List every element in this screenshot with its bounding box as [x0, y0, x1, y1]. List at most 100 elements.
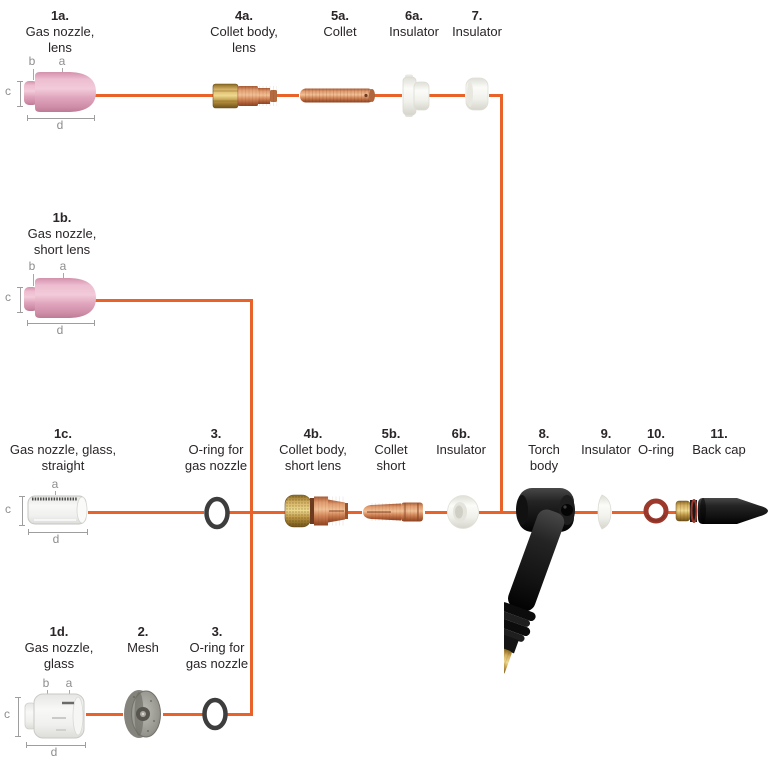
part-number: 1d.: [49, 624, 69, 639]
dim-label-c: c: [4, 707, 10, 721]
dim-leader: [33, 274, 34, 286]
part-name-line: short: [376, 458, 406, 473]
part-name-line: Insulator: [436, 442, 486, 457]
oring-gas-nozzle-graphic: [202, 697, 228, 731]
part-number: 6b.: [451, 426, 471, 441]
dim-label-c: c: [5, 84, 11, 98]
connector-line: [226, 712, 253, 716]
oring-gas-nozzle-graphic: [204, 496, 230, 530]
dim-leader: [63, 273, 64, 278]
dim-label-c: c: [5, 502, 11, 516]
connector-line: [228, 510, 285, 514]
back-cap-graphic: [675, 498, 768, 524]
dim-bracket-d: [27, 320, 95, 326]
connector-line: [276, 93, 299, 97]
mesh-graphic: [124, 690, 161, 738]
dim-bracket-c: [15, 697, 21, 737]
dim-bracket-d: [28, 529, 88, 535]
label-part-8: 8. Torch body: [528, 426, 560, 474]
part-name-line: Insulator: [452, 24, 502, 39]
part-number: 9.: [600, 426, 612, 441]
label-part-1d: 1d. Gas nozzle, glass: [25, 624, 94, 672]
part-name-line: Gas nozzle,: [27, 226, 97, 241]
dim-label-a: a: [51, 477, 59, 491]
connector-line: [489, 93, 503, 97]
part-number: 3.: [210, 426, 222, 441]
gas-nozzle-lens-graphic: [24, 72, 96, 112]
label-part-5a: 5a. Collet: [323, 8, 356, 40]
dim-label-a: a: [59, 259, 67, 273]
label-part-6b: 6b. Insulator: [436, 426, 486, 458]
part-name-line: Gas nozzle,: [24, 640, 94, 655]
connector-line: [86, 712, 123, 716]
insulator-7-graphic: [465, 77, 489, 111]
label-part-5b: 5b. Collet short: [374, 426, 407, 474]
insulator-6b-graphic: [447, 495, 479, 529]
part-number: 1a.: [50, 8, 70, 23]
collet-body-lens-graphic: [212, 83, 277, 109]
part-name-line: Collet body,: [210, 24, 278, 39]
part-number: 4b.: [303, 426, 323, 441]
part-name-line: short lens: [33, 242, 91, 257]
dim-label-d: d: [52, 532, 60, 546]
part-name-line: Gas nozzle, glass,: [9, 442, 117, 457]
part-name-line: O-ring: [637, 442, 675, 457]
dim-label-b: b: [28, 259, 36, 273]
dim-leader: [69, 690, 70, 694]
label-part-4a: 4a. Collet body, lens: [210, 8, 278, 56]
part-name-line: lens: [48, 40, 72, 55]
label-part-3-gas-nozzle-oring: 3. O-ring for gas nozzle: [185, 426, 247, 474]
part-number: 11.: [710, 426, 728, 441]
connector-line: [429, 93, 465, 97]
dim-label-a: a: [65, 676, 73, 690]
label-part-3-gas-nozzle-oring: 3. O-ring for gas nozzle: [186, 624, 248, 672]
connector-line: [249, 298, 253, 716]
label-part-9: 9. Insulator: [581, 426, 631, 458]
insulator-6a-graphic: [402, 74, 430, 117]
gas-nozzle-short-lens-graphic: [24, 278, 96, 318]
part-name-line: gas nozzle: [184, 458, 248, 473]
part-number: 5b.: [381, 426, 401, 441]
label-part-7: 7. Insulator: [452, 8, 502, 40]
part-number: 4a.: [234, 8, 254, 23]
dim-label-a: a: [58, 54, 66, 68]
gas-nozzle-glass-straight-graphic: [27, 495, 88, 525]
label-part-11: 11. Back cap: [692, 426, 745, 458]
dim-leader: [62, 68, 63, 73]
part-name-line: Insulator: [389, 24, 439, 39]
part-name-line: short lens: [284, 458, 342, 473]
connector-line: [479, 510, 521, 514]
part-name-line: gas nozzle: [185, 656, 249, 671]
connector-line: [499, 93, 503, 514]
part-name-line: Insulator: [581, 442, 631, 457]
part-name-line: O-ring for: [189, 640, 245, 655]
dim-leader: [47, 690, 48, 694]
dim-bracket-c: [17, 81, 23, 107]
dim-leader: [55, 491, 56, 495]
torch-body-graphic: [504, 488, 575, 675]
part-number: 8.: [538, 426, 550, 441]
dim-bracket-c: [19, 496, 25, 526]
label-part-4b: 4b. Collet body, short lens: [279, 426, 347, 474]
oring-10-graphic: [643, 498, 669, 524]
part-number: 1c.: [53, 426, 73, 441]
part-number: 2.: [137, 624, 149, 639]
dim-label-d: d: [50, 745, 58, 759]
dim-label-b: b: [42, 676, 50, 690]
connector-line: [95, 298, 253, 302]
part-name-line: straight: [41, 458, 85, 473]
part-name-line: O-ring for: [188, 442, 244, 457]
collet-body-short-lens-graphic: [284, 494, 348, 528]
label-part-1a: 1a. Gas nozzle, lens: [26, 8, 95, 56]
dim-label-b: b: [28, 54, 36, 68]
part-number: 10.: [646, 426, 666, 441]
dim-bracket-d: [26, 742, 86, 748]
connector-line: [571, 510, 598, 514]
label-part-6a: 6a. Insulator: [389, 8, 439, 40]
insulator-9-graphic: [597, 494, 612, 530]
label-part-2: 2. Mesh: [127, 624, 159, 656]
part-name-line: Collet: [323, 24, 357, 39]
dim-label-c: c: [5, 290, 11, 304]
part-name-line: Torch: [528, 442, 560, 457]
